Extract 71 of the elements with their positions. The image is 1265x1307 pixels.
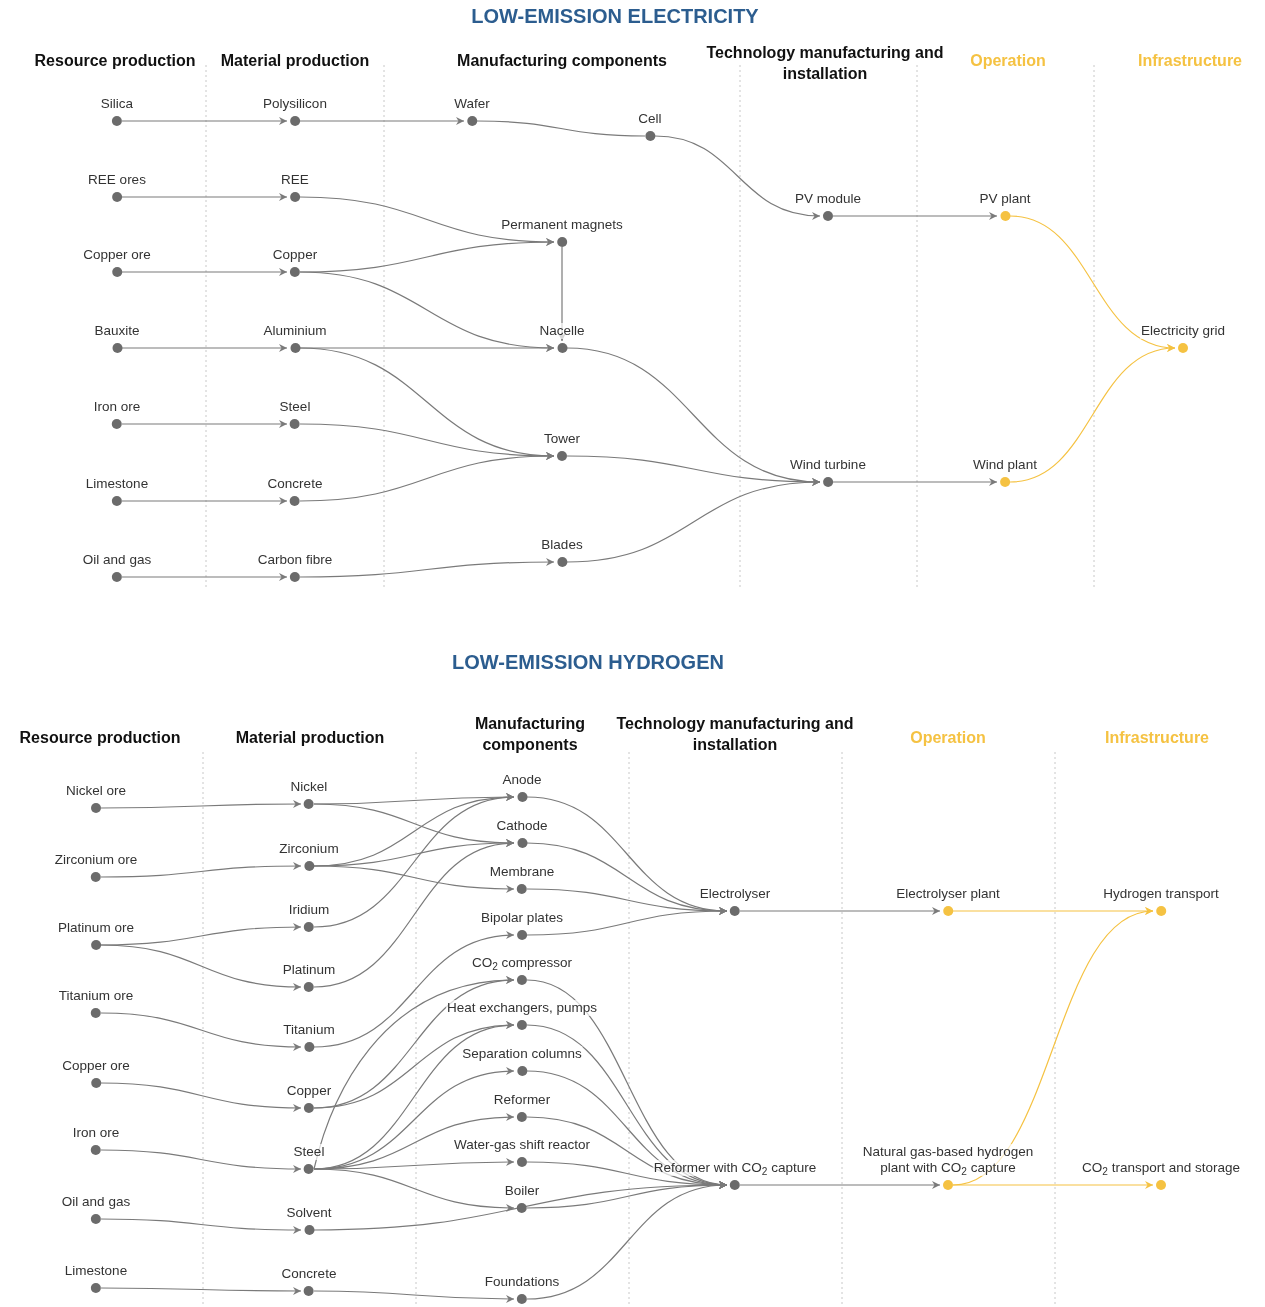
node-label: Steel xyxy=(292,1144,326,1160)
node-label: Heat exchangers, pumps xyxy=(445,1000,599,1016)
node-label: Reformer with CO$_{2}$ capture xyxy=(652,1160,818,1176)
node-label: Copper xyxy=(285,1083,333,1099)
node-label: Copper ore xyxy=(61,1058,131,1074)
flow-arrow xyxy=(313,1290,515,1303)
flow-arrow xyxy=(100,1149,302,1173)
column-header: Operation xyxy=(970,51,1046,71)
node-label: CO$_{2}$ transport and storage xyxy=(1081,1160,1241,1176)
flow-arrow xyxy=(121,117,288,125)
flow-arrow xyxy=(566,478,821,563)
node-label: Oil and gas xyxy=(60,1194,132,1210)
node-label: Polysilicon xyxy=(262,96,328,112)
flow-arrow xyxy=(832,212,998,220)
node-label: Oil and gas xyxy=(81,552,153,568)
flow-arrow xyxy=(100,1012,302,1051)
flow-arrow xyxy=(952,1181,1154,1189)
flow-arrow xyxy=(121,573,288,581)
column-header: Resource production xyxy=(19,728,181,748)
flow-arrow xyxy=(121,344,288,352)
flow-arrow xyxy=(121,497,288,505)
section-title: LOW-EMISSION ELECTRICITY xyxy=(471,6,759,27)
node-label: Nacelle xyxy=(538,323,586,339)
flow-arrow xyxy=(299,452,555,502)
node-label: Copper xyxy=(271,247,319,263)
node-label: CO$_{2}$ compressor xyxy=(470,955,574,971)
node-label: PV plant xyxy=(978,191,1032,207)
node-label: Separation columns xyxy=(461,1046,583,1062)
node-label: Electricity grid xyxy=(1140,323,1226,339)
flow-arrow xyxy=(313,865,515,893)
flow-arrow xyxy=(313,976,515,1170)
flow-arrow xyxy=(832,478,998,486)
flow-arrow xyxy=(100,1082,302,1112)
column-header: Infrastructure xyxy=(1105,728,1209,748)
node-label: Permanent magnets xyxy=(500,217,624,233)
flow-arrow xyxy=(739,1181,941,1189)
flow-arrow xyxy=(1009,345,1176,483)
flow-arrow xyxy=(121,193,288,201)
column-header: Technology manufacturing and installation xyxy=(615,714,855,755)
flow-arrow xyxy=(526,907,728,936)
node-label: Hydrogen transport xyxy=(1102,886,1220,902)
flow-arrow xyxy=(100,800,302,809)
flow-arrow xyxy=(952,908,1154,1186)
node-label: Water-gas shift reactor xyxy=(453,1137,591,1153)
flow-arrow xyxy=(526,1181,728,1300)
flow-arrow xyxy=(313,840,515,988)
section-title: LOW-EMISSION HYDROGEN xyxy=(452,652,724,673)
column-header: Manufacturing components xyxy=(457,51,667,71)
flow-arrow xyxy=(313,931,515,1048)
column-header: Technology manufacturing and installation xyxy=(705,43,945,84)
flow-arrow xyxy=(299,558,555,578)
flow-arrow xyxy=(299,117,465,125)
column-header: Manufacturing components xyxy=(473,714,587,755)
column-header: Material production xyxy=(220,51,370,71)
node-label: Copper ore xyxy=(82,247,152,263)
node-label: Bipolar plates xyxy=(480,910,564,926)
column-header: Resource production xyxy=(34,51,196,71)
flow-arrow xyxy=(100,1287,302,1295)
flow-arrow xyxy=(313,1168,515,1212)
flow-arrow xyxy=(654,135,821,220)
column-header: Infrastructure xyxy=(1138,51,1242,71)
node-label: Electrolyser plant xyxy=(895,886,1001,902)
flow-arrow xyxy=(313,793,515,928)
flow-arrow xyxy=(121,268,288,276)
flow-arrow xyxy=(739,907,941,915)
column-header: Operation xyxy=(910,728,986,748)
node-label: Wind plant xyxy=(972,457,1038,473)
flow-arrow xyxy=(100,944,302,991)
column-header: Material production xyxy=(235,728,385,748)
flow-arrow xyxy=(100,1218,302,1234)
node-label: Electrolyser xyxy=(698,886,772,902)
